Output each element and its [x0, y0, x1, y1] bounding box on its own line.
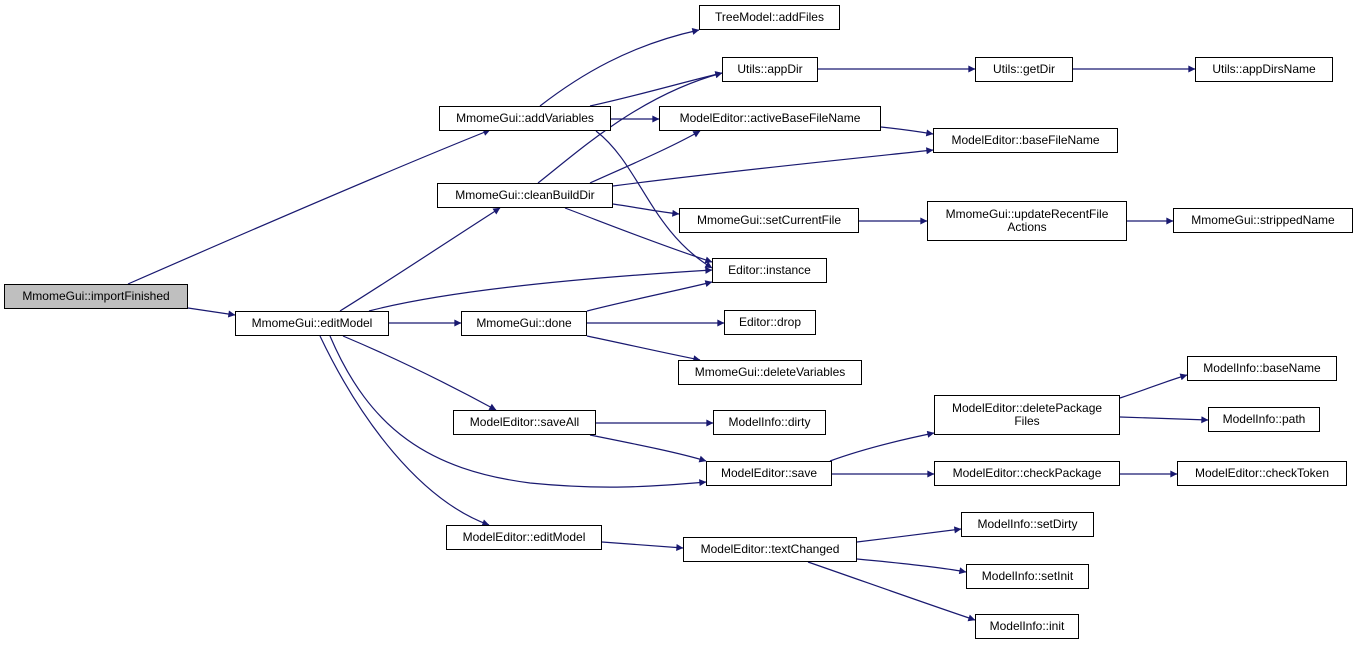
node-mmomegui-importfinished[interactable]: MmomeGui::importFinished: [4, 284, 188, 309]
node-utils-appdir[interactable]: Utils::appDir: [722, 57, 818, 82]
node-modeleditor-checkpackage[interactable]: ModelEditor::checkPackage: [934, 461, 1120, 486]
edge-cleanBuildDir-to-setCurrentFile: [612, 203, 680, 217]
edge-textChanged-to-infoInit: [807, 561, 976, 622]
node-modelinfo-dirty[interactable]: ModelInfo::dirty: [713, 410, 826, 435]
edge-guiDone-to-deleteVariables: [586, 335, 701, 363]
edge-guiDone-to-editorInstance: [586, 280, 713, 312]
edge-textChanged-to-setDirty: [856, 526, 962, 543]
edge-deletePackageFiles-to-infoBaseName: [1119, 373, 1188, 399]
node-utils-appdirsname[interactable]: Utils::appDirsName: [1195, 57, 1333, 82]
edge-meEditModel-to-textChanged: [601, 541, 684, 551]
node-mmomegui-setcurrentfile[interactable]: MmomeGui::setCurrentFile: [679, 208, 859, 233]
edge-saveAll-to-editorSave: [589, 434, 707, 463]
edge-addVariables-to-treeAddFiles: [539, 27, 700, 107]
edge-cleanBuildDir-to-activeBaseFileName: [589, 130, 701, 184]
node-utils-getdir[interactable]: Utils::getDir: [975, 57, 1073, 82]
node-modelinfo-init[interactable]: ModelInfo::init: [975, 614, 1079, 639]
node-mmomegui-addvariables[interactable]: MmomeGui::addVariables: [439, 106, 611, 131]
node-modeleditor-editmodel[interactable]: ModelEditor::editModel: [446, 525, 602, 550]
edge-importFinished-to-addVariables: [127, 129, 491, 285]
edge-cleanBuildDir-to-baseFileName: [612, 147, 934, 187]
edge-guiEditModel-to-meEditModel: [319, 335, 490, 527]
node-modelinfo-setdirty[interactable]: ModelInfo::setDirty: [961, 512, 1094, 537]
node-modeleditor-save[interactable]: ModelEditor::save: [706, 461, 832, 486]
node-mmomegui-editmodel[interactable]: MmomeGui::editModel: [235, 311, 389, 336]
edge-guiEditModel-to-cleanBuildDir: [339, 207, 501, 312]
node-modeleditor-textchanged[interactable]: ModelEditor::textChanged: [683, 537, 857, 562]
node-modeleditor-checktoken[interactable]: ModelEditor::checkToken: [1177, 461, 1347, 486]
edge-deletePackageFiles-to-infoPath: [1119, 416, 1209, 424]
node-modeleditor-activebasefilename[interactable]: ModelEditor::activeBaseFileName: [659, 106, 881, 131]
node-modelinfo-setinit[interactable]: ModelInfo::setInit: [966, 564, 1089, 589]
node-mmomegui-deletevariables[interactable]: MmomeGui::deleteVariables: [678, 360, 862, 385]
node-modeleditor-basefilename[interactable]: ModelEditor::baseFileName: [933, 128, 1118, 153]
node-editor-drop[interactable]: Editor::drop: [724, 310, 816, 335]
edge-guiEditModel-to-editorSave: [329, 335, 707, 488]
node-mmomegui-strippedname[interactable]: MmomeGui::strippedName: [1173, 208, 1353, 233]
node-mmomegui-done[interactable]: MmomeGui::done: [461, 311, 587, 336]
node-editor-instance[interactable]: Editor::instance: [712, 258, 827, 283]
node-modelinfo-path[interactable]: ModelInfo::path: [1208, 407, 1320, 432]
node-treemodel-addfiles[interactable]: TreeModel::addFiles: [699, 5, 840, 30]
edge-addVariables-to-appDir: [589, 71, 723, 107]
edge-cleanBuildDir-to-editorInstance: [564, 207, 713, 264]
edge-editorSave-to-deletePackageFiles: [829, 430, 935, 462]
node-modeleditor-saveall[interactable]: ModelEditor::saveAll: [453, 410, 596, 435]
edge-importFinished-to-guiEditModel: [187, 307, 236, 318]
edge-textChanged-to-setInit: [856, 558, 967, 575]
node-mmomegui-cleanbuilddir[interactable]: MmomeGui::cleanBuildDir: [437, 183, 613, 208]
edge-activeBaseFileName-to-baseFileName: [880, 126, 934, 137]
node-modelinfo-basename[interactable]: ModelInfo::baseName: [1187, 356, 1337, 381]
edge-guiEditModel-to-editorInstance: [368, 266, 713, 312]
edge-cleanBuildDir-to-appDir: [537, 71, 723, 184]
edge-guiEditModel-to-saveAll: [342, 335, 497, 411]
edge-addVariables-to-editorInstance: [595, 130, 713, 269]
